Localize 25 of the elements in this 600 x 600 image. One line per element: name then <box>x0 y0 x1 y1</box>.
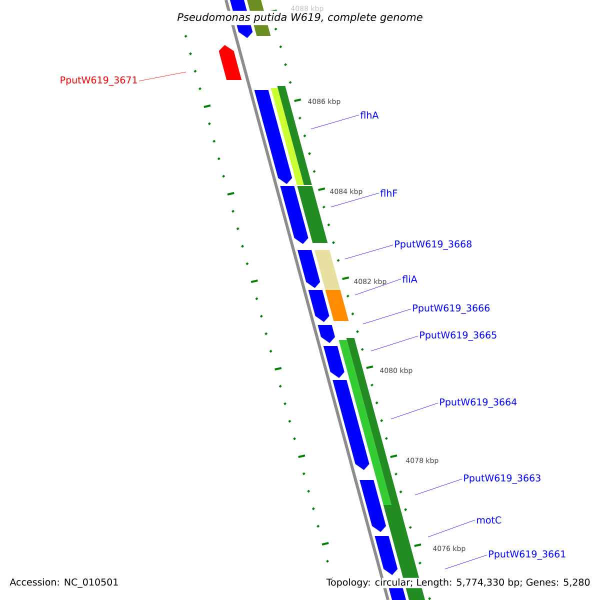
leader-line <box>370 336 418 352</box>
leader-line <box>444 554 488 570</box>
gene-label: PputW619_3666 <box>413 304 490 314</box>
footer-text: Topology: circular; Length: 5,774,330 bp; Genes: 5,280 <box>326 578 591 588</box>
gene-label: PputW619_3661 <box>489 550 566 560</box>
gene-label: PputW619_3665 <box>420 331 496 341</box>
gene-label: PputW619_3664 <box>440 398 517 408</box>
title: Pseudomonas putida W619, complete genome <box>175 10 425 26</box>
gene-label: PputW619_3668 <box>395 240 472 250</box>
leader-line <box>310 114 360 130</box>
leader-line <box>354 278 402 296</box>
gene-label: fliA <box>402 275 418 283</box>
leader-line <box>138 72 186 82</box>
gene-label: flhA <box>360 111 379 119</box>
gene-label: flhF <box>380 189 398 197</box>
footer-text: Accession: NC_010501 <box>9 578 120 588</box>
leader-line <box>344 244 394 260</box>
leader-line <box>428 520 476 538</box>
leader-line <box>390 402 438 420</box>
gene-label: motC <box>477 516 502 524</box>
leader-line <box>414 478 462 496</box>
leader-line <box>330 192 380 208</box>
gene-label: PputW619_3663 <box>464 474 540 484</box>
leader-line <box>362 308 412 324</box>
gene-label: PputW619_3671 <box>60 76 137 86</box>
